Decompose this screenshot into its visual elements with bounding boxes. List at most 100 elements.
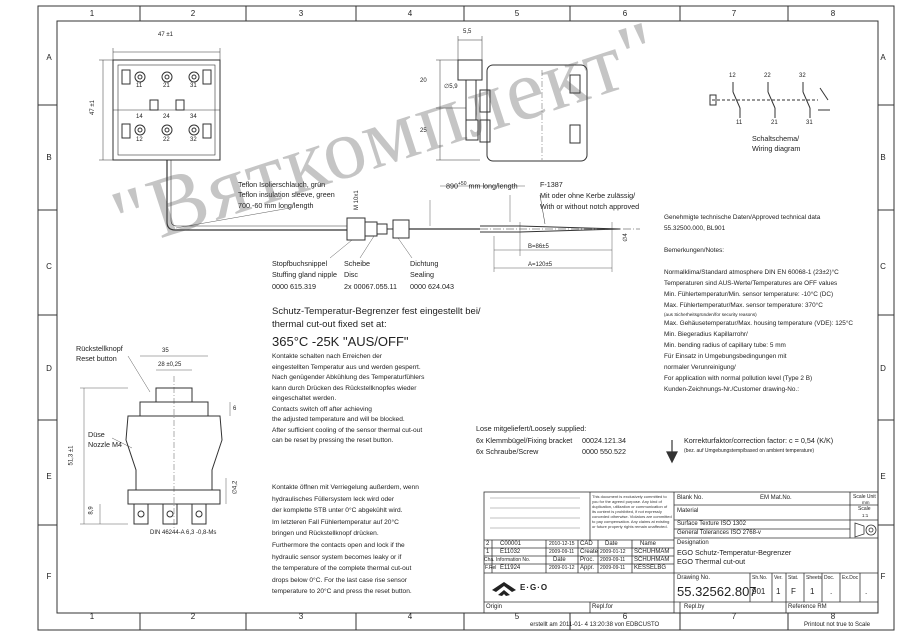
rev-header-date: Date: [553, 557, 566, 563]
f1387-label: F-1387: [540, 180, 563, 189]
capillary-assembly: [175, 185, 640, 272]
dim-reset-35: 35: [162, 348, 169, 354]
printout-footer: Printout not true to Scale: [804, 622, 871, 628]
rev-cad: Create: [580, 549, 599, 555]
din-label: DIN 46244-A 6,3 -0,8-Ms: [150, 530, 217, 536]
col-2-bottom: 2: [190, 612, 196, 621]
stat-label: Stat.: [788, 575, 799, 581]
row-d: D: [46, 364, 52, 373]
para1-line: Contacts switch off after achieving: [272, 405, 372, 413]
sheets-label: Sheets: [806, 575, 822, 581]
dim-25: 25: [420, 128, 427, 134]
col-4: 4: [407, 9, 413, 18]
row-f: F: [46, 572, 52, 581]
tech-line: Temperaturen sind AUS-Werte/Temperatures…: [664, 280, 838, 287]
material-label: Material: [677, 508, 699, 514]
tech-tiny-note: (aus Sicherheitsgründen/for security rea…: [664, 312, 757, 317]
disc-label-en: Disc: [344, 270, 358, 279]
tech-line: Min. Fühlertemperatur/Min. sensor temper…: [664, 291, 834, 298]
col-7: 7: [731, 9, 737, 18]
reset-label-de: Rückstellknopf: [76, 344, 123, 353]
dim-top-height: 47 ±1: [89, 100, 96, 115]
para2-line: hydraulic sensor system becomes leaky or…: [272, 553, 402, 561]
ver-value: 1: [776, 587, 781, 596]
dim-a: A=120±5: [528, 262, 553, 268]
seal-label-en: Sealing: [410, 270, 434, 279]
nozzle-label-de: Düse: [88, 430, 105, 439]
sheets-value: 1: [810, 587, 815, 596]
drawing-no-label: Drawing No.: [677, 575, 711, 581]
em-mat-label: EM Mat.No.: [760, 495, 792, 501]
para1-line: After sufficient cooling of the sensor t…: [272, 426, 423, 434]
tech-notes: Genehmigte technische Daten/Approved tec…: [664, 212, 853, 395]
tech-line: Min. bending radius of capillary tube: 5…: [664, 342, 786, 349]
row-b-right: B: [880, 153, 886, 162]
schema-title-de: Schaltschema/: [752, 134, 800, 143]
term-31: 31: [190, 83, 197, 89]
ego-logo-icon: [492, 582, 516, 596]
para2-line: bringen und Rückstellknopf drücken.: [272, 530, 379, 538]
rev-proc-date: 2009-09-11: [600, 557, 626, 563]
term-34: 34: [190, 114, 197, 120]
repl-by-label: Repl.by: [684, 604, 705, 610]
origin-label: Origin: [486, 604, 503, 610]
rev-name: Name: [640, 541, 657, 547]
tolerance-label: General Tolerances ISO 2768-v: [677, 530, 761, 536]
exdoc-value: .: [865, 587, 868, 596]
para2-line: drops below 0°C. For the last case rise …: [272, 576, 407, 584]
col-6: 6: [622, 9, 628, 18]
unit-value: mm: [862, 500, 870, 505]
tech-line: [664, 234, 853, 245]
schema-title-en: Wiring diagram: [752, 144, 801, 153]
reset-label-en: Reset button: [76, 354, 117, 363]
col-1-bottom: 1: [89, 612, 95, 621]
nipple-label-de: Stopfbuchsnippel: [272, 259, 328, 268]
tech-line: Kunden-Zeichnungs-Nr./Customer drawing-N…: [664, 386, 799, 393]
ver-label: Ver.: [774, 575, 783, 581]
para2-line: temperature to 20°C and press the reset …: [272, 588, 412, 596]
brand-name: E·G·O: [520, 583, 549, 592]
correction-factor: Korrekturfaktor/correction factor: c = 0…: [684, 436, 834, 445]
top-view: [99, 48, 347, 231]
col-5: 5: [514, 9, 520, 18]
disc-number: 2x 00067.055.11: [344, 282, 398, 291]
para2-line: hydraulisches Füllersystem leck wird ode…: [272, 495, 395, 503]
capillary-length: 890+50 mm long/length: [446, 181, 518, 191]
disc-label-de: Scheibe: [344, 259, 370, 268]
rev-info: E11032: [500, 549, 521, 555]
exdoc-label: Ex.Doc: [842, 575, 859, 581]
tech-line: Max. Fühlertemperatur/Max. sensor temper…: [664, 302, 823, 309]
para1-line: kann durch Drücken des Rückstellknopfes …: [272, 384, 417, 392]
dim-89: 8,9: [88, 506, 95, 515]
paragraph-1: Kontakte schalten nach Erreichen der ein…: [272, 352, 424, 447]
rev-cdate: Date: [605, 541, 618, 547]
col-7-bottom: 7: [731, 612, 737, 621]
dim-o4: ∅4: [622, 233, 629, 242]
term-24: 24: [163, 114, 170, 120]
paragraph-2: Kontakte öffnen mit Verriegelung außerde…: [272, 482, 419, 598]
rev-date: 2009-09-11: [549, 549, 575, 555]
row-e: E: [46, 472, 52, 481]
notch-label-de: Mit oder ohne Kerbe zulässig/: [540, 191, 636, 200]
dim-top-width: 47 ±1: [158, 32, 173, 38]
col-8-bottom: 8: [830, 612, 836, 621]
col-4-bottom: 4: [407, 612, 413, 621]
reference-label: Reference RM: [788, 604, 827, 610]
teflon-label-en: Teflon insulation sleeve, green: [238, 190, 335, 199]
dim-o59: ∅5,9: [444, 84, 458, 90]
col-2: 2: [190, 9, 196, 18]
drawing-number: 55.32562.807: [677, 584, 757, 599]
rev-appr-date: 2009-09-11: [600, 565, 626, 571]
dim-reset-6: 6: [233, 406, 237, 412]
schema-term-21: 21: [771, 120, 778, 126]
dim-5-5: 5,5: [463, 29, 472, 35]
projection-symbol-icon: [854, 522, 877, 538]
term-32: 32: [190, 137, 197, 143]
rev-appr: Appr.: [580, 565, 595, 571]
nipple-number: 0000 615.319: [272, 282, 316, 291]
loose-item-2-no: 0000 550.522: [582, 447, 626, 456]
surface-label: Surface Texture ISO 1302: [677, 521, 746, 527]
para2-line: Kontakte öffnen mit Verriegelung außerde…: [272, 484, 419, 491]
tech-line: For application with normal pollution le…: [664, 375, 813, 382]
tech-line: Max. Gehäusetemperatur/Max. housing temp…: [664, 320, 854, 327]
